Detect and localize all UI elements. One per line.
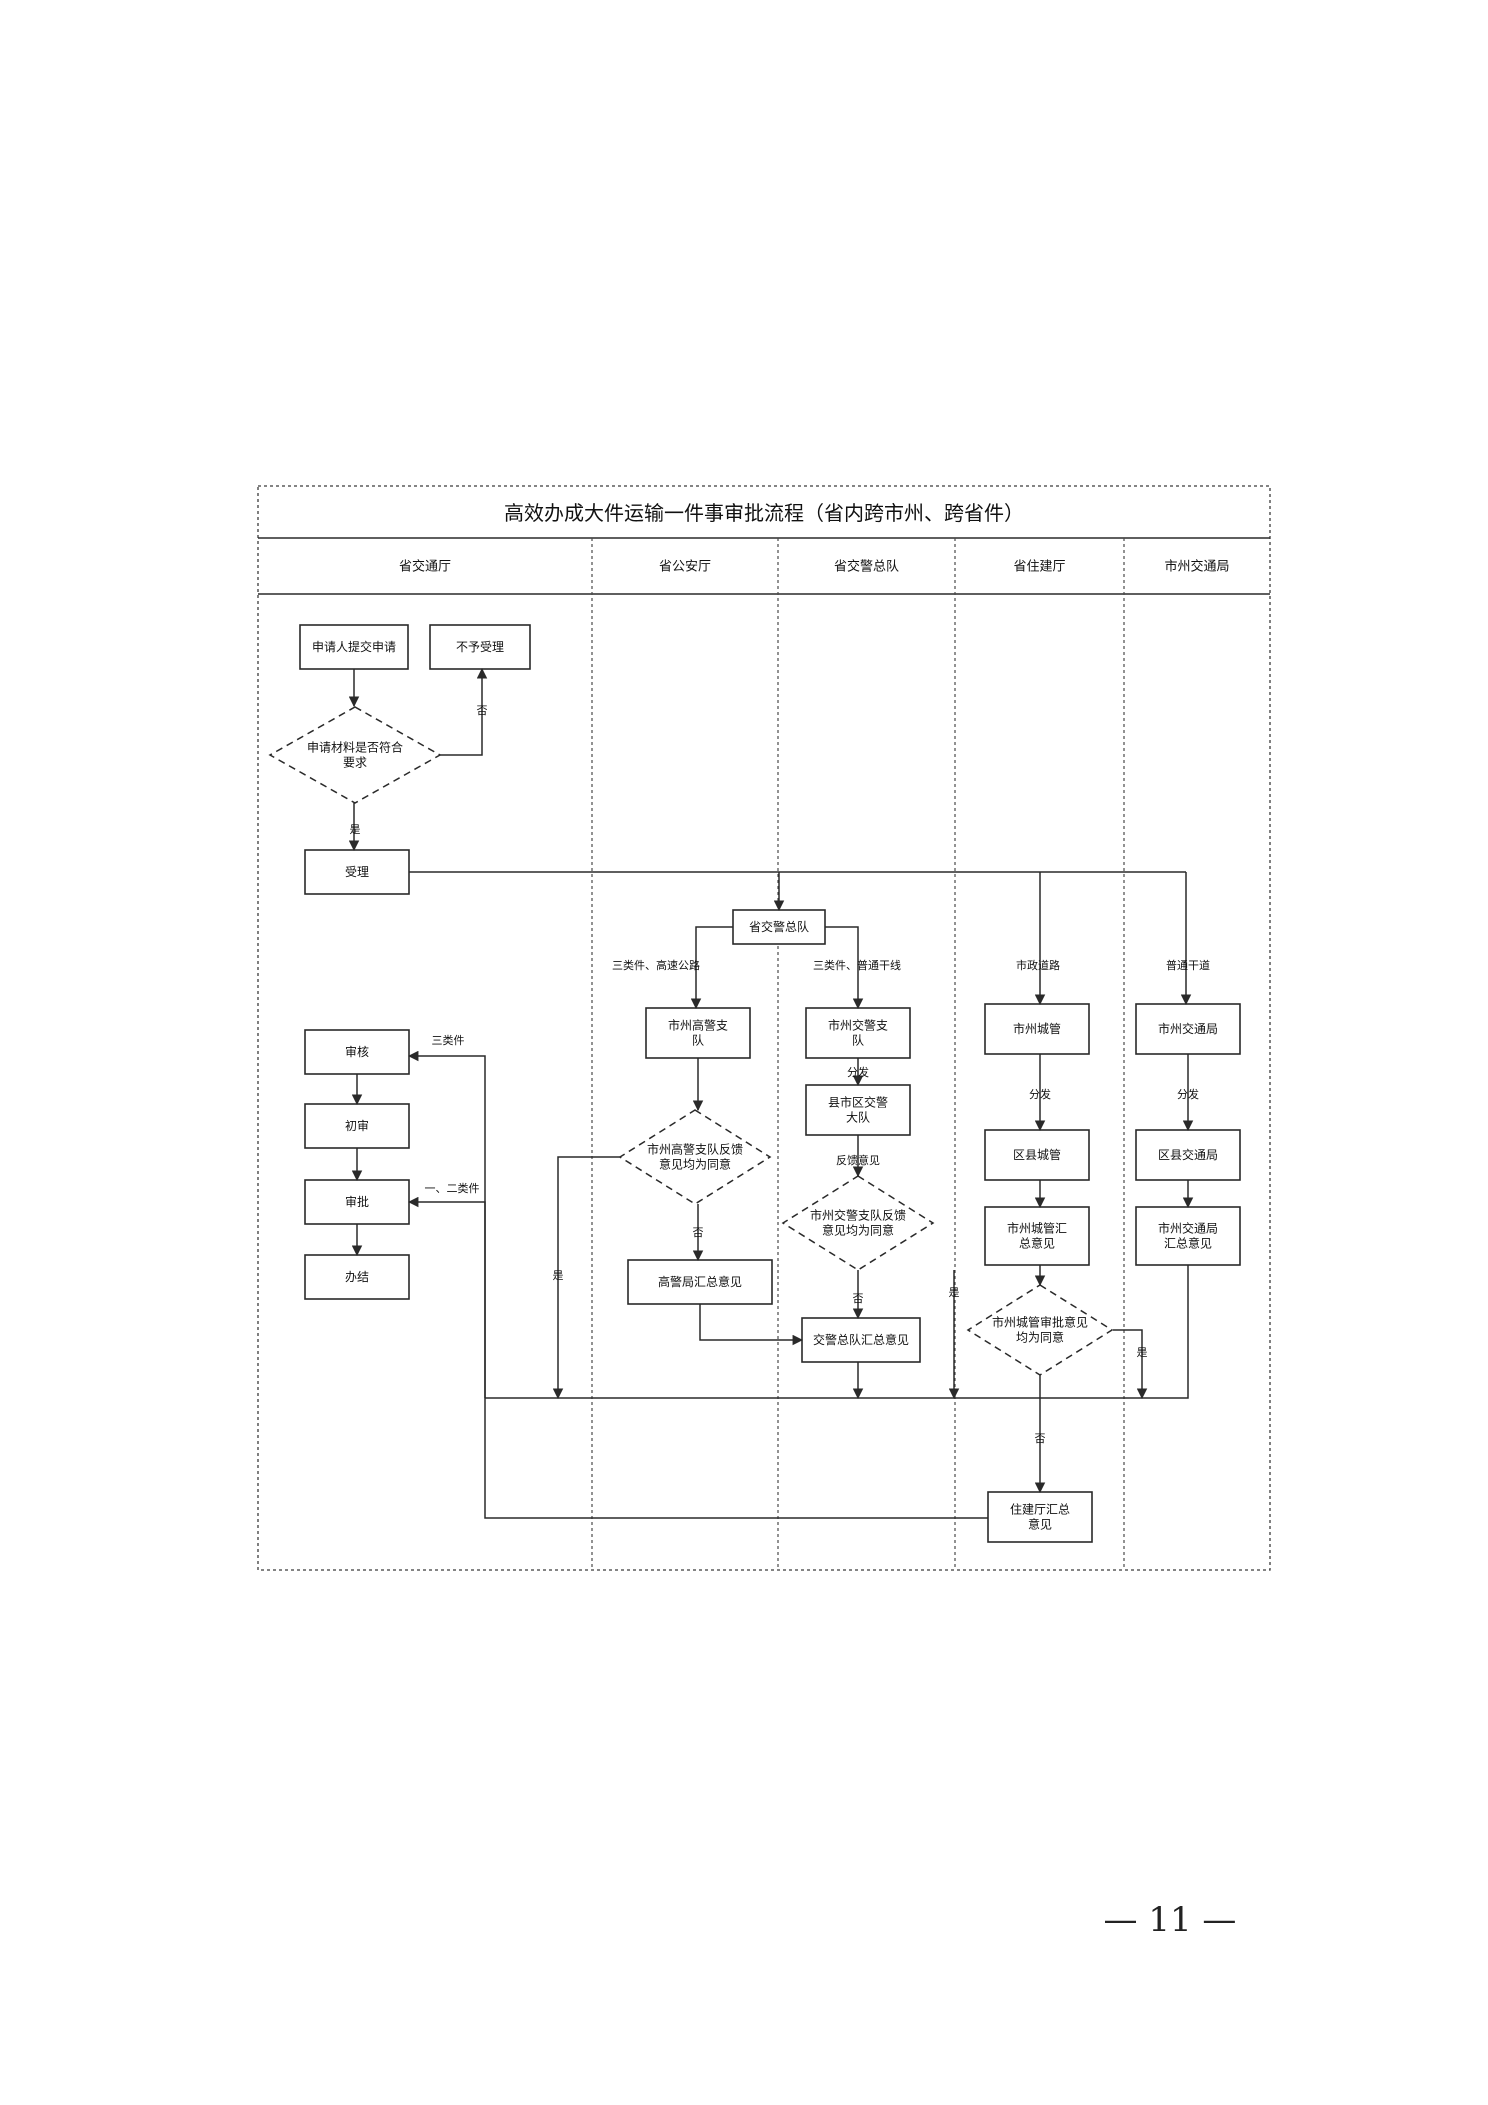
edge-label-dispatch-transport: 分发	[1177, 1087, 1199, 1101]
node-highway-police-detachment-label: 市州高警支队	[668, 1018, 728, 1048]
node-county-urban-management-label: 区县城管	[1013, 1147, 1061, 1162]
edge-label-dispatch-urban: 分发	[1029, 1087, 1051, 1101]
edge-label-class3-ordinary: 三类件、普通干线	[813, 958, 901, 972]
edge-highway-summary-to-corps-summary	[699, 1304, 804, 1346]
edge-check-to-reject	[440, 667, 488, 756]
edge-transport-return-line	[485, 1265, 1189, 1399]
node-traffic-corps-summary	[801, 1317, 921, 1363]
node-city-urban-management-label: 市州城管	[1013, 1021, 1061, 1036]
edge-housing-return	[484, 1398, 988, 1519]
node-traffic-police-detachment-label: 市州交警支队	[828, 1018, 888, 1048]
node-county-traffic-brigade	[805, 1084, 911, 1136]
edge-label-yes-accept: 是	[350, 823, 361, 836]
page-number: — 11 —	[1103, 1900, 1237, 1940]
node-city-urban-summary-box	[984, 1206, 1090, 1266]
edge-urban-yes-return	[1113, 1329, 1148, 1400]
node-applicant-submit-label: 申请人提交申请	[312, 639, 396, 654]
edge-label-no-highway: 否	[693, 1226, 704, 1239]
edge-label-yes-highway: 是	[553, 1269, 564, 1282]
node-city-transport-summary-box	[1135, 1206, 1241, 1266]
edge-corps-to-highway	[690, 926, 733, 1010]
edge-label-class12: 一、二类件	[425, 1181, 480, 1195]
node-traffic-feedback-check-shape	[781, 1175, 935, 1271]
node-provincial-traffic-police	[732, 909, 826, 945]
edge-highway-yes-return	[552, 1156, 620, 1400]
node-applicant-submit-box	[299, 624, 409, 670]
lane-header-provincial_traffic_police: 省交警总队	[834, 559, 899, 575]
node-county-transport-bureau-label: 区县交通局	[1158, 1147, 1218, 1162]
lane-header-provincial_public_security: 省公安厅	[659, 560, 711, 575]
edge-label-dispatch-traffic: 分发	[847, 1065, 869, 1079]
node-provincial-traffic-police-label: 省交警总队	[749, 919, 809, 934]
edge-label-no-urban: 否	[1035, 1432, 1046, 1445]
node-city-urban-summary	[984, 1206, 1090, 1266]
edge-label-city-review: 市政道路	[1016, 958, 1060, 972]
node-highway-bureau-summary-box	[627, 1259, 773, 1305]
edge-class3-to-review	[407, 1050, 486, 1398]
node-highway-bureau-summary-label: 高警局汇总意见	[658, 1274, 742, 1289]
diagram-frame	[257, 485, 1271, 1571]
lane-header-city_transport_bureau: 市州交通局	[1164, 559, 1229, 575]
node-accept-label: 受理	[345, 865, 369, 879]
node-materials-check-shape	[268, 706, 442, 804]
node-highway-feedback-check	[618, 1109, 772, 1205]
edge-label-feedback: 反馈意见	[836, 1153, 880, 1167]
node-reject-box	[429, 624, 531, 670]
node-highway-feedback-check-shape	[618, 1109, 772, 1205]
node-approve-label: 审批	[345, 1194, 369, 1209]
node-county-traffic-brigade-box	[805, 1084, 911, 1136]
node-first-review-label: 初审	[345, 1118, 369, 1133]
node-traffic-corps-summary-label: 交警总队汇总意见	[813, 1332, 909, 1347]
node-approve-box	[304, 1179, 410, 1225]
node-traffic-police-detachment	[805, 1007, 911, 1059]
node-housing-summary-box	[987, 1491, 1093, 1543]
node-highway-police-detachment	[645, 1007, 751, 1059]
edge-label-no-traffic: 否	[853, 1292, 864, 1305]
node-applicant-submit	[299, 624, 409, 670]
node-reject	[429, 624, 531, 670]
edge-label-class3-highway: 三类件、高速公路	[612, 958, 700, 972]
edge-class12-to-approve	[407, 1196, 486, 1398]
node-traffic-corps-summary-box	[801, 1317, 921, 1363]
diagram-title: 高效办成大件运输一件事审批流程（省内跨市州、跨省件）	[504, 501, 1024, 525]
node-materials-check	[268, 706, 442, 804]
node-highway-bureau-summary	[627, 1259, 773, 1305]
node-city-urban-management	[984, 1003, 1090, 1055]
node-approve	[304, 1179, 410, 1225]
node-traffic-police-detachment-box	[805, 1007, 911, 1059]
node-housing-summary-label: 住建厅汇总意见	[1010, 1503, 1070, 1532]
node-city-transport-bureau-label: 市州交通局	[1158, 1021, 1218, 1036]
node-county-traffic-brigade-label: 县市区交警大队	[828, 1095, 888, 1125]
node-city-urban-summary-label: 市州城管汇总意见	[1007, 1221, 1067, 1251]
node-city-transport-summary-label: 市州交通局汇总意见	[1158, 1221, 1218, 1251]
lane-header-provincial_transport_dept: 省交通厅	[399, 559, 451, 575]
edge-label-class3: 三类件	[432, 1033, 465, 1047]
node-traffic-feedback-check	[781, 1175, 935, 1271]
node-issue-box	[304, 1254, 410, 1300]
node-housing-summary	[987, 1491, 1093, 1543]
node-highway-police-detachment-box	[645, 1007, 751, 1059]
node-traffic-feedback-check-label: 市州交警支队反馈意见均为同意	[810, 1208, 906, 1238]
node-reject-label: 不予受理	[456, 640, 504, 654]
node-review-label: 审核	[345, 1044, 369, 1059]
node-provincial-traffic-police-box	[732, 909, 826, 945]
lane-header-provincial_housing_dept: 省住建厅	[1013, 560, 1065, 575]
edge-label-yes-traffic: 是	[949, 1286, 960, 1299]
edge-label-city-trunk: 普通干道	[1166, 958, 1210, 972]
node-city-urban-management-box	[984, 1003, 1090, 1055]
edge-label-yes-urban: 是	[1137, 1346, 1148, 1359]
node-city-transport-summary	[1135, 1206, 1241, 1266]
node-materials-check-label: 申请材料是否符合要求	[307, 740, 403, 770]
node-highway-feedback-check-label: 市州高警支队反馈意见均为同意	[647, 1142, 743, 1172]
edge-label-no-reject: 否	[477, 704, 488, 717]
node-issue-label: 办结	[345, 1269, 369, 1284]
edge-corps-to-traffic	[825, 926, 864, 1010]
node-urban-approval-check-label: 市州城管审批意见均为同意	[992, 1315, 1088, 1345]
node-issue	[304, 1254, 410, 1300]
